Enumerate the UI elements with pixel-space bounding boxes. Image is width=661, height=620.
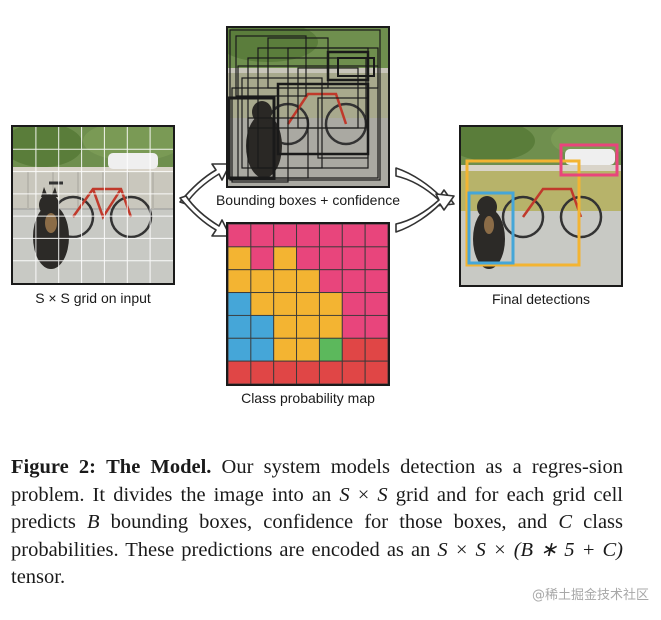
caption-math-b: B	[87, 511, 100, 533]
class-cell	[228, 292, 252, 316]
class-cell	[228, 314, 252, 339]
class-cell	[364, 337, 388, 362]
class-cell	[364, 314, 388, 339]
class-cell	[341, 337, 366, 362]
class-cell	[250, 292, 275, 316]
class-cell	[364, 360, 388, 384]
class-cell	[296, 337, 320, 362]
caption-math-c: C	[558, 511, 573, 533]
caption-text-2: grid and for each grid cell predicts	[11, 483, 623, 534]
class-cell	[250, 224, 275, 248]
class-cell	[341, 314, 366, 339]
class-cell	[341, 360, 366, 384]
class-cell	[296, 314, 320, 339]
class-cell	[228, 337, 252, 362]
input-scene	[13, 127, 173, 283]
caption-math-tensor: S × S × (B ∗ 5 + C)	[437, 538, 623, 561]
caption-figure-label: Figure 2:	[11, 456, 96, 478]
input-grid-label: S × S grid on input	[35, 290, 151, 306]
class-cell	[318, 314, 343, 339]
class-cell	[273, 360, 298, 384]
merge-arrows-icon	[395, 167, 455, 233]
caption-text-3: bounding boxes, confidence for those box…	[99, 511, 559, 533]
class-cell	[273, 314, 298, 339]
class-cell	[341, 292, 366, 316]
caption-math-s1: S	[339, 483, 350, 506]
caption-math-times: ×	[349, 483, 378, 506]
caption-text-4: class probabilities. These predictions a…	[11, 511, 623, 561]
class-cell	[296, 269, 320, 294]
class-cell	[250, 360, 275, 384]
class-cell	[341, 269, 366, 294]
class-cell	[228, 224, 252, 248]
class-cell	[228, 360, 252, 384]
class-cell	[341, 246, 366, 271]
car-detection-box	[559, 143, 619, 177]
class-cell	[364, 292, 388, 316]
class-cell	[341, 224, 366, 248]
figure-caption: Figure 2: The Model. Our system models d…	[11, 454, 623, 592]
class-probability-grid	[228, 224, 388, 384]
class-cell	[364, 224, 388, 248]
class-cell	[296, 292, 320, 316]
class-cell	[250, 269, 275, 294]
caption-text-5: tensor.	[11, 566, 66, 588]
class-cell	[318, 292, 343, 316]
class-cell	[364, 269, 388, 294]
input-grid-image	[11, 125, 175, 285]
class-cell	[273, 246, 298, 271]
class-cell	[296, 224, 320, 248]
caption-title: The Model.	[106, 456, 212, 478]
caption-math-s2: S	[377, 483, 388, 506]
class-cell	[318, 224, 343, 248]
dog-detection-box	[467, 191, 515, 265]
class-cell	[364, 246, 388, 271]
caption-text-1: Our system models detection as a regres-…	[11, 456, 624, 506]
bounding-boxes-image	[226, 26, 390, 188]
class-cell	[318, 246, 343, 271]
final-detections-image	[459, 125, 623, 287]
final-detections-scene	[461, 127, 621, 285]
class-cell	[228, 246, 252, 271]
class-cell	[273, 269, 298, 294]
class-cell	[273, 337, 298, 362]
final-detections-label: Final detections	[491, 291, 591, 307]
bicycle-detection-box	[465, 159, 581, 267]
class-cell	[318, 360, 343, 384]
class-cell	[250, 246, 275, 271]
class-cell	[250, 337, 275, 362]
class-cell	[228, 269, 252, 294]
bounding-boxes-label: Bounding boxes + confidence	[215, 192, 401, 208]
class-cell	[273, 292, 298, 316]
site-watermark: @稀土掘金技术社区	[531, 588, 649, 603]
class-cell	[250, 314, 275, 339]
class-cell	[273, 224, 298, 248]
class-cell	[318, 337, 343, 362]
class-cell	[296, 360, 320, 384]
class-probability-label: Class probability map	[241, 390, 375, 406]
class-cell	[318, 269, 343, 294]
class-cell	[296, 246, 320, 271]
class-probability-map	[226, 222, 390, 386]
bounding-boxes-scene	[228, 28, 388, 186]
